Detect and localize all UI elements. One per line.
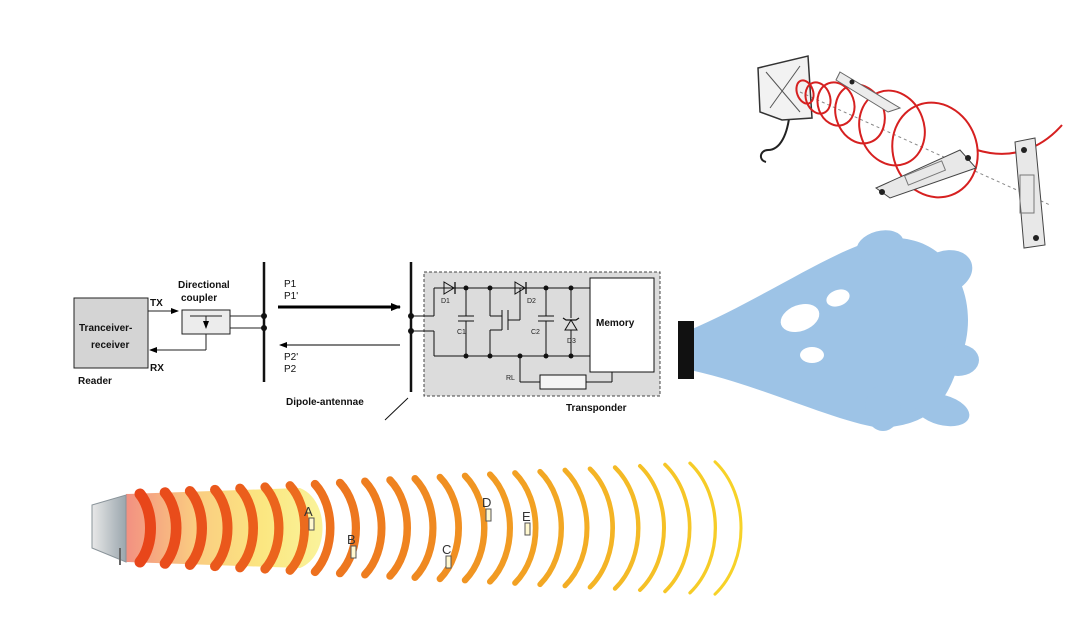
tag-1 [875, 149, 977, 199]
wave-front [159, 487, 182, 569]
svg-text:D: D [482, 495, 491, 510]
d3-label: D3 [567, 338, 576, 345]
p1prime-label: P1' [284, 291, 298, 302]
p2-label: P2 [284, 364, 297, 375]
wave-front [638, 464, 666, 592]
wave-front [612, 465, 641, 591]
wave-front [713, 460, 743, 596]
wave-front [361, 477, 386, 579]
reader-label: Reader [78, 376, 112, 387]
svg-text:C: C [442, 542, 451, 557]
wave-front [562, 467, 590, 589]
d2-label: D2 [527, 298, 536, 305]
wave-front [210, 484, 233, 572]
wave-front [285, 481, 309, 575]
tranceiver-label-2: receiver [91, 340, 129, 351]
helix-wave [795, 79, 1063, 199]
wave-front [688, 461, 717, 595]
coupler-label-1: Directional [178, 280, 230, 291]
memory-label: Memory [596, 318, 635, 329]
panel-antenna [757, 55, 813, 121]
wave-front [235, 483, 258, 573]
wave-front [411, 475, 437, 581]
svg-text:A: A [304, 504, 313, 519]
c1-label: C1 [457, 329, 466, 336]
rfid-circuit: Tranceiver- receiver Reader TX RX Direct… [73, 262, 661, 421]
wave-front [436, 473, 462, 583]
dipole-label: Dipole-antennae [286, 397, 364, 408]
p2prime-label: P2' [284, 352, 298, 363]
tag-marker-d: D [482, 495, 492, 522]
tranceiver-box [73, 297, 149, 369]
tag-marker-c: C [442, 542, 452, 569]
antenna-cable [760, 109, 791, 163]
tranceiver-label-1: Tranceiver- [79, 323, 132, 334]
load-resistor [539, 374, 587, 390]
rl-label: RL [506, 375, 515, 382]
tag-marker-a: A [304, 504, 315, 531]
p1-label: P1 [284, 279, 297, 290]
wave-front [486, 471, 513, 585]
tag-marker-e: E [522, 509, 531, 536]
wave-field: A B C D E [91, 460, 743, 596]
wave-front [663, 462, 692, 594]
transponder-label: Transponder [566, 403, 627, 414]
wave-front [310, 479, 335, 577]
wave-front [335, 478, 360, 578]
wave-front [260, 482, 284, 574]
wave-front [184, 486, 207, 570]
c2-label: C2 [531, 329, 540, 336]
wave-front [587, 466, 615, 590]
tag-3 [835, 71, 902, 113]
tag-marker-b: B [347, 532, 357, 559]
antenna-beam [690, 238, 969, 428]
antenna-emitter [678, 321, 694, 379]
coupler-label-2: coupler [181, 293, 217, 304]
rx-label: RX [150, 363, 164, 374]
wave-front [512, 470, 539, 586]
wave-front [386, 476, 411, 580]
helix-illustration [757, 55, 1063, 249]
wave-emitter [91, 494, 127, 563]
svg-text:B: B [347, 532, 356, 547]
svg-text:E: E [522, 509, 531, 524]
wave-front [537, 468, 564, 588]
memory-block [589, 277, 655, 373]
wave-front [461, 472, 488, 584]
tx-label: TX [150, 298, 163, 309]
d1-label: D1 [441, 298, 450, 305]
wave-fronts [126, 460, 743, 596]
antenna-beam-illustration [678, 230, 979, 431]
tag-2 [1014, 137, 1046, 249]
wave-front [134, 488, 156, 568]
